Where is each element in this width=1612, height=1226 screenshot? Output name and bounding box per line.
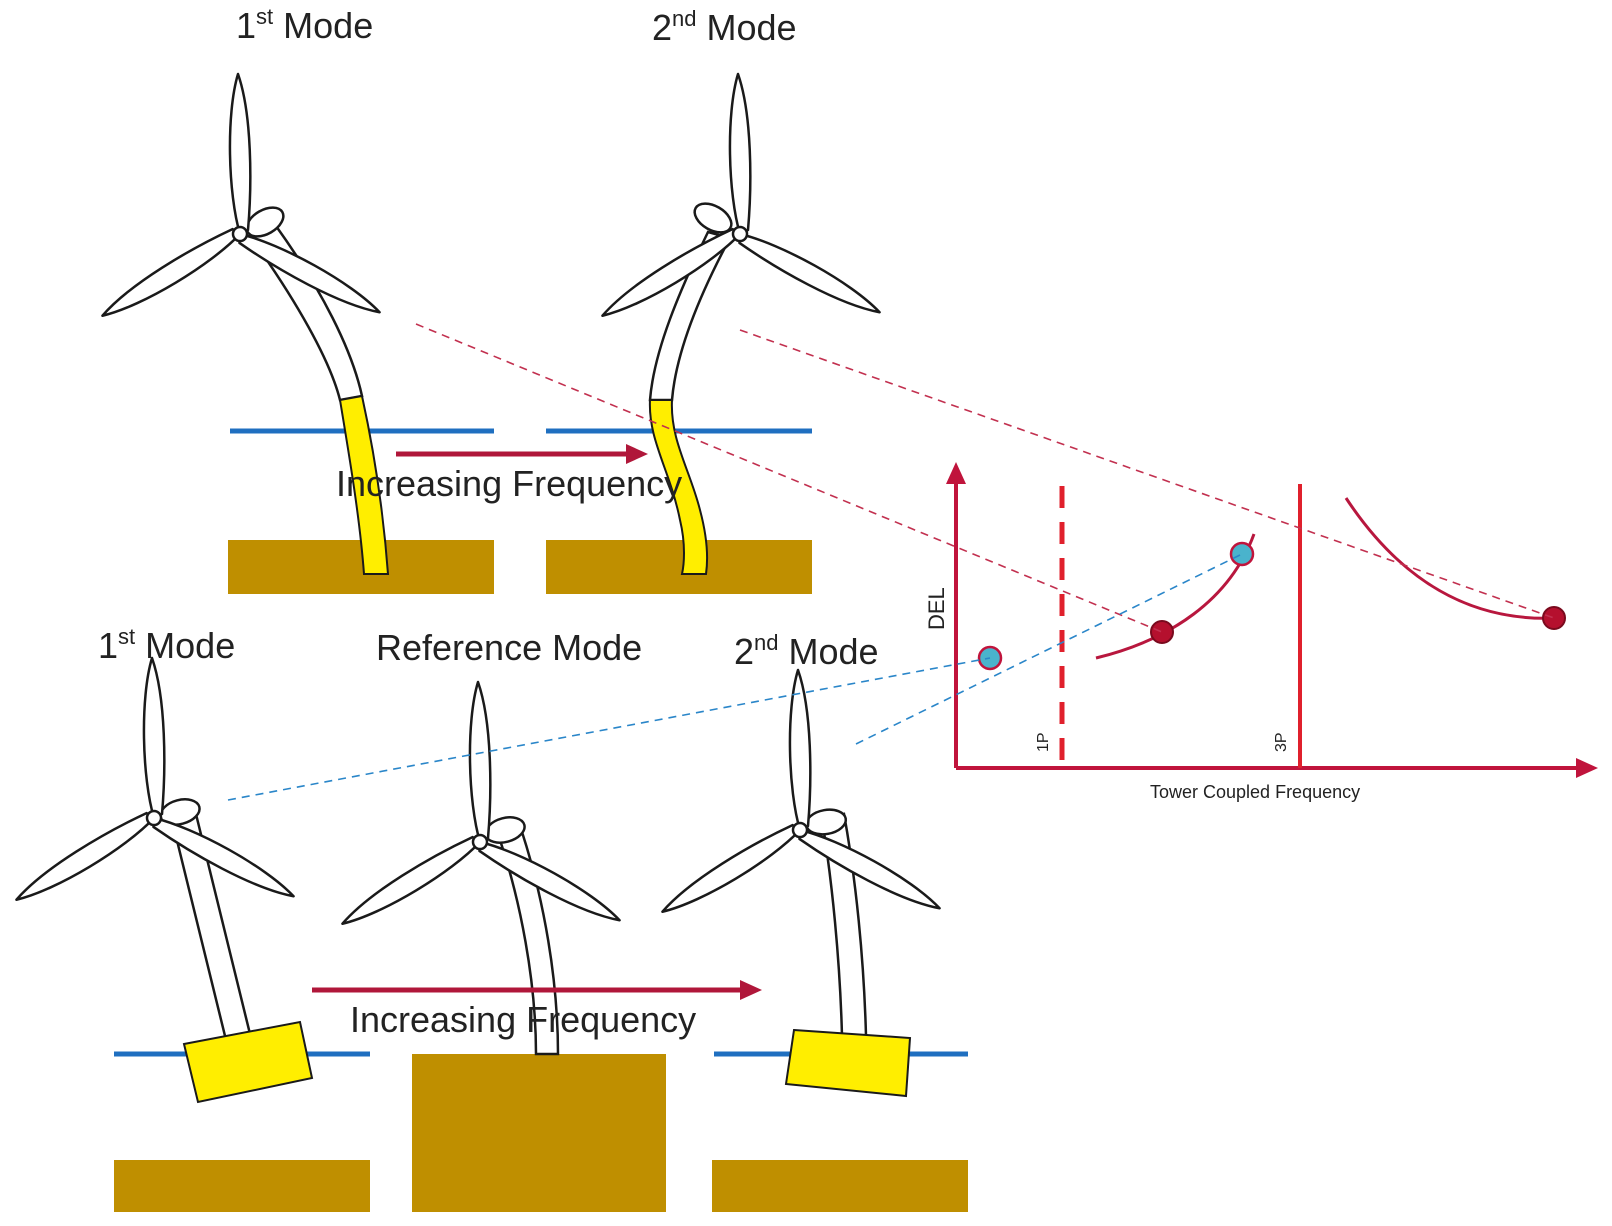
bottom-mode2-text: Mode — [779, 631, 879, 672]
bottom-mode2-label: 2nd Mode — [734, 630, 879, 672]
rotor-bottom-middle — [335, 680, 625, 933]
y-axis-arrowhead — [946, 462, 966, 484]
top-mode1-suffix: st — [256, 4, 273, 29]
connector-bottom-mode1 — [227, 657, 991, 801]
turbine-top-mode2 — [546, 72, 885, 594]
y-axis-label: DEL — [924, 587, 949, 630]
floater-bottom-left — [182, 1020, 314, 1104]
red-point-2 — [1542, 606, 1566, 630]
monopile-top-left — [338, 394, 390, 575]
top-mode2-text: Mode — [697, 7, 797, 48]
monopile-top-right — [648, 399, 709, 575]
seabed-bottom-right — [712, 1160, 968, 1212]
connector-bottom-mode2 — [855, 553, 1243, 745]
rotor-bottom-left — [9, 656, 299, 909]
top-arrow-label: Increasing Frequency — [336, 463, 682, 504]
x-axis-arrowhead — [1576, 758, 1598, 778]
red-point-1 — [1150, 620, 1174, 644]
top-mode1-text: Mode — [273, 5, 373, 46]
bottom-reference-label: Reference Mode — [376, 627, 642, 668]
top-mode1-number: 1 — [236, 5, 256, 46]
blue-point-2 — [1229, 541, 1255, 567]
turbine-top-mode1 — [95, 72, 494, 594]
top-frequency-arrow — [396, 444, 648, 464]
floater-bottom-right — [784, 1028, 912, 1098]
label-1p: 1P — [1035, 732, 1052, 752]
top-mode2-label: 2nd Mode — [652, 6, 797, 48]
bottom-mode1-number: 1 — [98, 625, 118, 666]
bottom-frequency-arrow — [312, 980, 762, 1000]
turbine-bottom-reference — [335, 680, 666, 1212]
bottom-mode1-text: Mode — [135, 625, 235, 666]
bottom-mode2-number: 2 — [734, 631, 754, 672]
label-3p: 3P — [1273, 732, 1290, 752]
del-chart: DEL 1P 3P Tower Coupled Frequency — [924, 462, 1598, 802]
seabed-bottom-left — [114, 1160, 370, 1212]
turbine-bottom-mode2 — [655, 668, 968, 1212]
top-mode2-number: 2 — [652, 7, 672, 48]
connector-top-mode1 — [415, 323, 1163, 633]
rotor-bottom-right — [655, 668, 945, 921]
nacelle-top-right — [693, 202, 733, 234]
bottom-arrow-label: Increasing Frequency — [350, 999, 696, 1040]
rotor-top-left — [95, 72, 385, 325]
x-axis-label: Tower Coupled Frequency — [1150, 782, 1360, 802]
connector-top-mode2 — [739, 329, 1555, 619]
bottom-mode1-label: 1st Mode — [98, 624, 235, 666]
bottom-mode2-suffix: nd — [754, 630, 778, 655]
rotor-top-right — [595, 72, 885, 325]
seabed-top-right — [546, 540, 812, 594]
connectors — [227, 323, 1555, 801]
turbine-bottom-mode1 — [9, 656, 370, 1212]
bottom-mode1-suffix: st — [118, 624, 135, 649]
seabed-bottom-middle — [412, 1054, 666, 1212]
del-curve-upper — [1344, 497, 1557, 620]
top-mode2-suffix: nd — [672, 6, 696, 31]
top-mode1-label: 1st Mode — [236, 4, 373, 46]
